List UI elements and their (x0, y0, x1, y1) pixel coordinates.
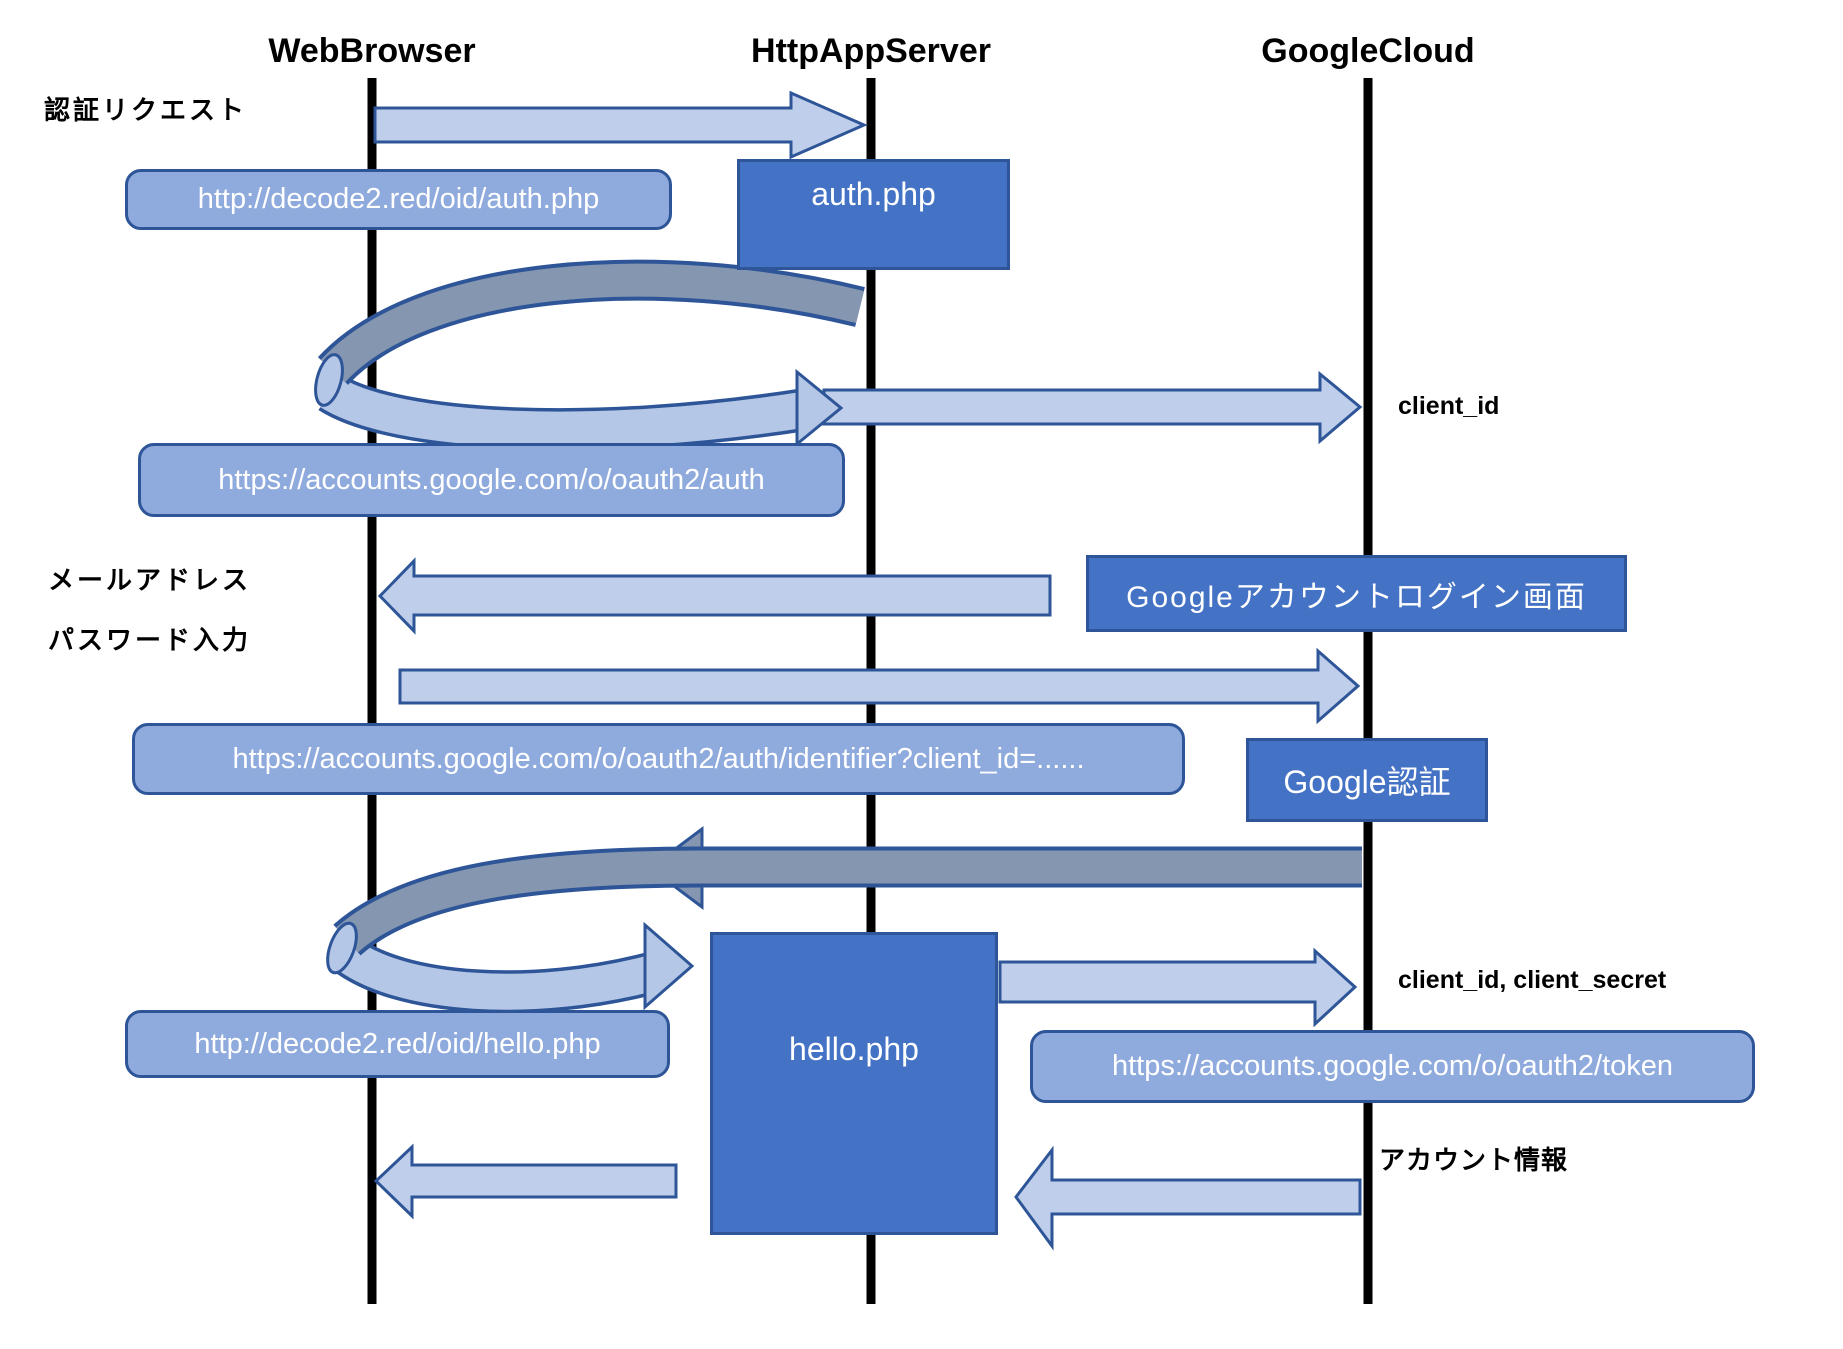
url-note-oauth-auth: https://accounts.google.com/o/oauth2/aut… (138, 443, 845, 517)
curve2-gray-band (336, 850, 1362, 953)
curve1-gray-band (320, 263, 864, 383)
url-note-hello-php: http://decode2.red/oid/hello.php (125, 1010, 670, 1078)
label-client-id: client_id (1398, 392, 1500, 420)
arrow-token-request-server-to-google (998, 947, 1358, 1028)
label-auth-request: 認証リクエスト (44, 95, 248, 125)
arrow-login-screen-to-browser (377, 557, 1052, 635)
label-client-id-secret: client_id, client_secret (1398, 966, 1667, 994)
curve1-fold-rim (314, 353, 344, 407)
arrow-client-id-to-google (822, 370, 1363, 445)
label-password-input: パスワード入力 (48, 625, 252, 655)
process-box-google-auth: Google認証 (1246, 738, 1488, 822)
curve2-light-band (333, 938, 657, 1010)
url-note-oauth-token: https://accounts.google.com/o/oauth2/tok… (1030, 1030, 1755, 1103)
arrow-auth-request-browser-to-server (373, 90, 868, 160)
url-note-auth-php: http://decode2.red/oid/auth.php (125, 169, 672, 230)
process-box-auth-php: auth.php (737, 159, 1010, 270)
curve2-arrowhead (643, 921, 695, 1011)
curve1-light-band (320, 376, 805, 448)
actor-googlecloud: GoogleCloud (1261, 32, 1475, 70)
curve2-fold-rim (326, 921, 358, 975)
process-box-google-login-screen: Googleアカウントログイン画面 (1086, 555, 1627, 632)
actor-webbrowser: WebBrowser (268, 32, 476, 70)
label-email-address: メールアドレス (48, 565, 252, 595)
arrow-account-info-google-to-server (1014, 1145, 1362, 1251)
actor-httpappserver: HttpAppServer (751, 32, 991, 70)
curve1-arrowhead (795, 368, 844, 448)
redirect-curve-top (314, 259, 865, 452)
arrow-credentials-browser-to-google (398, 647, 1361, 725)
process-box-hello-php: hello.php (710, 932, 998, 1235)
url-note-oauth-identifier: https://accounts.google.com/o/oauth2/aut… (132, 723, 1185, 795)
arrow-response-server-to-browser (373, 1143, 678, 1220)
redirect-curve-bottom (326, 826, 1362, 1014)
label-account-info: アカウント情報 (1379, 1145, 1569, 1175)
